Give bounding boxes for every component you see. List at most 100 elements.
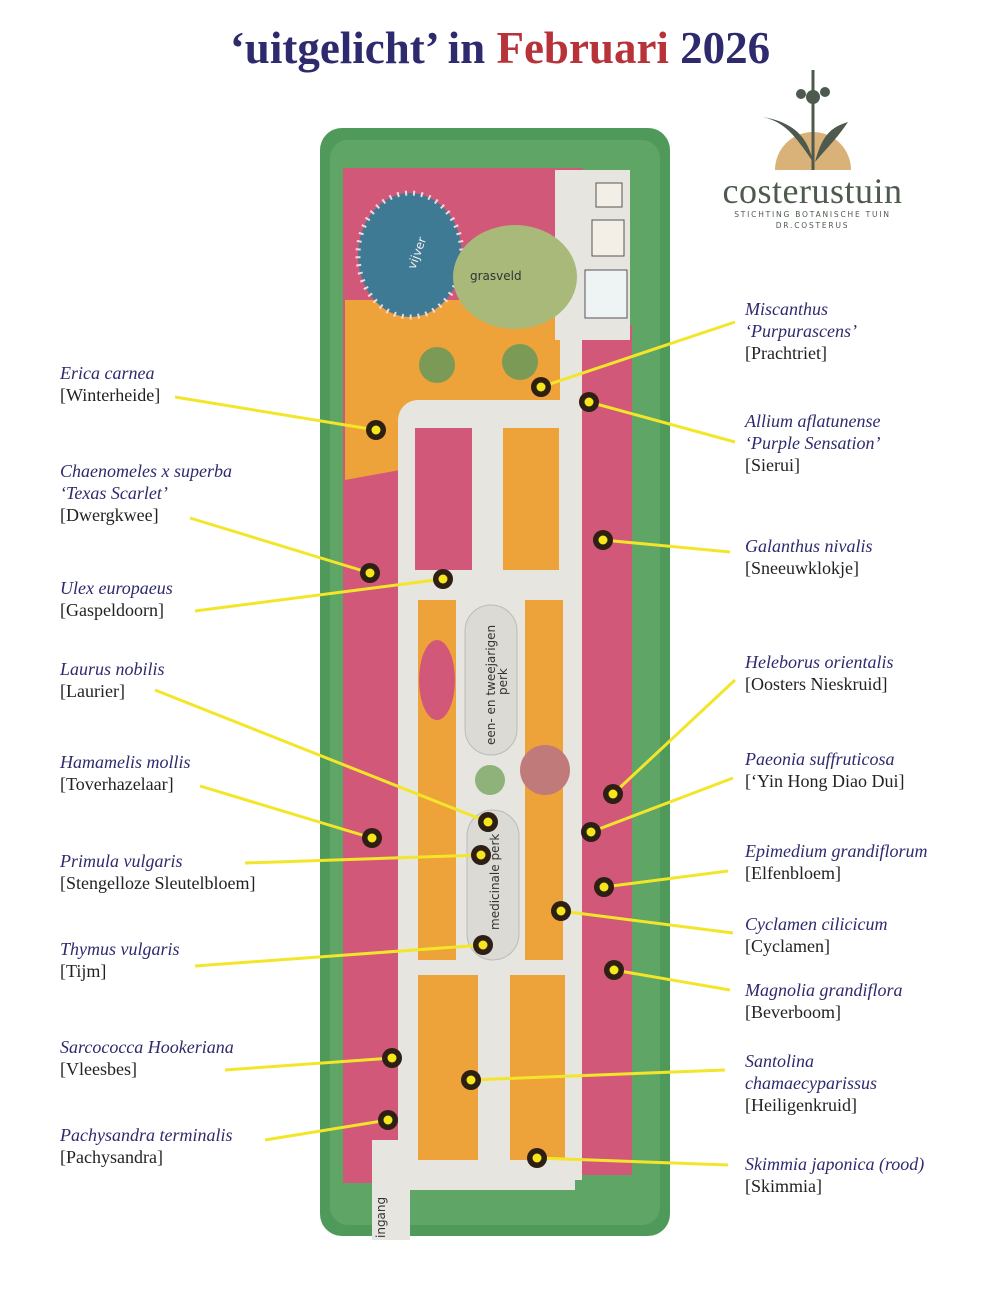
plant-marker-center — [586, 827, 596, 837]
logo-name: costerustuin — [722, 171, 903, 211]
leader-line — [602, 538, 731, 554]
common-name: [Cyclamen] — [745, 936, 830, 956]
scientific-name: Ulex europaeus — [60, 578, 173, 598]
greenhouse — [584, 269, 628, 319]
leader-line — [154, 688, 489, 824]
scientific-name: Sarcococca Hookeriana — [60, 1037, 234, 1057]
leader-line — [194, 943, 484, 968]
plant-label: Galanthus nivalis[Sneeuwklokje] — [745, 535, 873, 579]
plant-marker-center — [598, 535, 608, 545]
leader-line — [611, 678, 737, 796]
scientific-name: Pachysandra terminalis — [60, 1125, 233, 1145]
plant-marker-center — [556, 906, 566, 916]
common-name: [Dwergkwee] — [60, 505, 159, 525]
logo-subtitle: STICHTING BOTANISCHE TUIN — [734, 210, 891, 219]
plant-label: Chaenomeles x superba‘Texas Scarlet’[Dwe… — [60, 460, 232, 526]
plant-label: Paeonia suffruticosa[‘Yin Hong Diao Dui] — [745, 748, 904, 792]
plant-label: Heleborus orientalis[Oosters Nieskruid] — [745, 651, 894, 695]
medicinal-bed-label: medicinale perk — [488, 834, 502, 930]
logo: costerustuin STICHTING BOTANISCHE TUIN D… — [700, 62, 925, 231]
scientific-name: ‘Texas Scarlet’ — [60, 483, 168, 503]
bed — [415, 428, 472, 570]
leader-line — [588, 400, 736, 444]
annual-bed-label: een- en tweejarigen — [484, 625, 498, 745]
plant-marker-center — [367, 833, 377, 843]
scientific-name: Galanthus nivalis — [745, 536, 873, 556]
plant-label: Allium aflatunense‘Purple Sensation’[Sie… — [745, 410, 880, 476]
scientific-name: Skimmia japonica (rood) — [745, 1154, 925, 1174]
border-bed-right — [577, 325, 632, 1175]
leader-line — [194, 577, 444, 613]
leader-line — [244, 853, 482, 865]
logo-subtitle-2: DR.COSTERUS — [775, 221, 850, 230]
plant-label: Hamamelis mollis[Toverhazelaar] — [60, 751, 191, 795]
common-name: [Gaspeldoorn] — [60, 600, 164, 620]
shed — [595, 182, 623, 208]
leader-line — [199, 784, 373, 840]
leader-line — [603, 869, 729, 889]
common-name: [Winterheide] — [60, 385, 161, 405]
scientific-name: Erica carnea — [60, 363, 155, 383]
scientific-name: ‘Purpurascens’ — [745, 321, 857, 341]
plant-marker-center — [383, 1115, 393, 1125]
common-name: [Vleesbes] — [60, 1059, 137, 1079]
leader-line — [540, 320, 736, 389]
plant-marker-center — [609, 965, 619, 975]
plant-marker-center — [365, 568, 375, 578]
plant-label: Pachysandra terminalis[Pachysandra] — [60, 1124, 233, 1168]
scientific-name: Santolina — [745, 1051, 815, 1071]
scientific-name: Chaenomeles x superba — [60, 461, 232, 481]
title-text: ‘uitgelicht’ in — [229, 23, 497, 73]
scientific-name: chamaecyparissus — [745, 1073, 877, 1093]
common-name: [Sneeuwklokje] — [745, 558, 859, 578]
leader-line — [224, 1056, 393, 1072]
common-name: [Beverboom] — [745, 1002, 841, 1022]
plant-label: Primula vulgaris[Stengelloze Sleutelbloe… — [60, 850, 255, 894]
title-month: Februari — [496, 23, 669, 73]
entrance-label: ingang — [374, 1197, 388, 1238]
leader-line — [174, 395, 377, 432]
common-name: [‘Yin Hong Diao Dui] — [745, 771, 905, 791]
lawn-label: grasveld — [470, 269, 522, 283]
common-name: [Toverhazelaar] — [60, 774, 174, 794]
plant-marker-center — [599, 882, 609, 892]
shed — [591, 219, 625, 257]
plant-marker-center — [483, 817, 493, 827]
annual-bed — [464, 604, 518, 756]
common-name: [Elfenbloem] — [745, 863, 841, 883]
scientific-name: Primula vulgaris — [60, 851, 183, 871]
plant-marker-center — [584, 397, 594, 407]
scientific-name: Paeonia suffruticosa — [745, 749, 895, 769]
plant-marker-center — [536, 382, 546, 392]
page-title: ‘uitgelicht’ in Februari 2026 — [0, 22, 1000, 74]
scientific-name: Cyclamen cilicicum — [745, 914, 888, 934]
plant-marker-center — [608, 789, 618, 799]
scientific-name: Laurus nobilis — [60, 659, 165, 679]
leader-line — [264, 1118, 389, 1142]
plant-marker-center — [476, 850, 486, 860]
plant-label: Ulex europaeus[Gaspeldoorn] — [60, 577, 173, 621]
plant-label: Erica carnea[Winterheide] — [60, 362, 160, 406]
lawn — [453, 225, 577, 329]
common-name: [Prachtriet] — [745, 343, 827, 363]
common-name: [Tijm] — [60, 961, 107, 981]
plant-label: Sarcococca Hookeriana[Vleesbes] — [60, 1036, 234, 1080]
common-name: [Heiligenkruid] — [745, 1095, 857, 1115]
leader-line — [536, 1156, 729, 1167]
annual-bed-label2: perk — [496, 668, 510, 695]
plant-marker-center — [532, 1153, 542, 1163]
plant-marker-center — [466, 1075, 476, 1085]
plant-marker-center — [438, 574, 448, 584]
plant-label: Epimedium grandiflorum[Elfenbloem] — [745, 840, 928, 884]
leader-line — [189, 516, 371, 575]
common-name: [Laurier] — [60, 681, 125, 701]
scientific-name: Miscanthus — [745, 299, 828, 319]
plant-label: Laurus nobilis[Laurier] — [60, 658, 165, 702]
plant-marker-center — [478, 940, 488, 950]
bed — [418, 975, 478, 1160]
logo-plant-icon — [762, 70, 851, 170]
scientific-name: Allium aflatunense — [745, 411, 881, 431]
common-name: [Skimmia] — [745, 1176, 822, 1196]
common-name: [Stengelloze Sleutelbloem] — [60, 873, 256, 893]
